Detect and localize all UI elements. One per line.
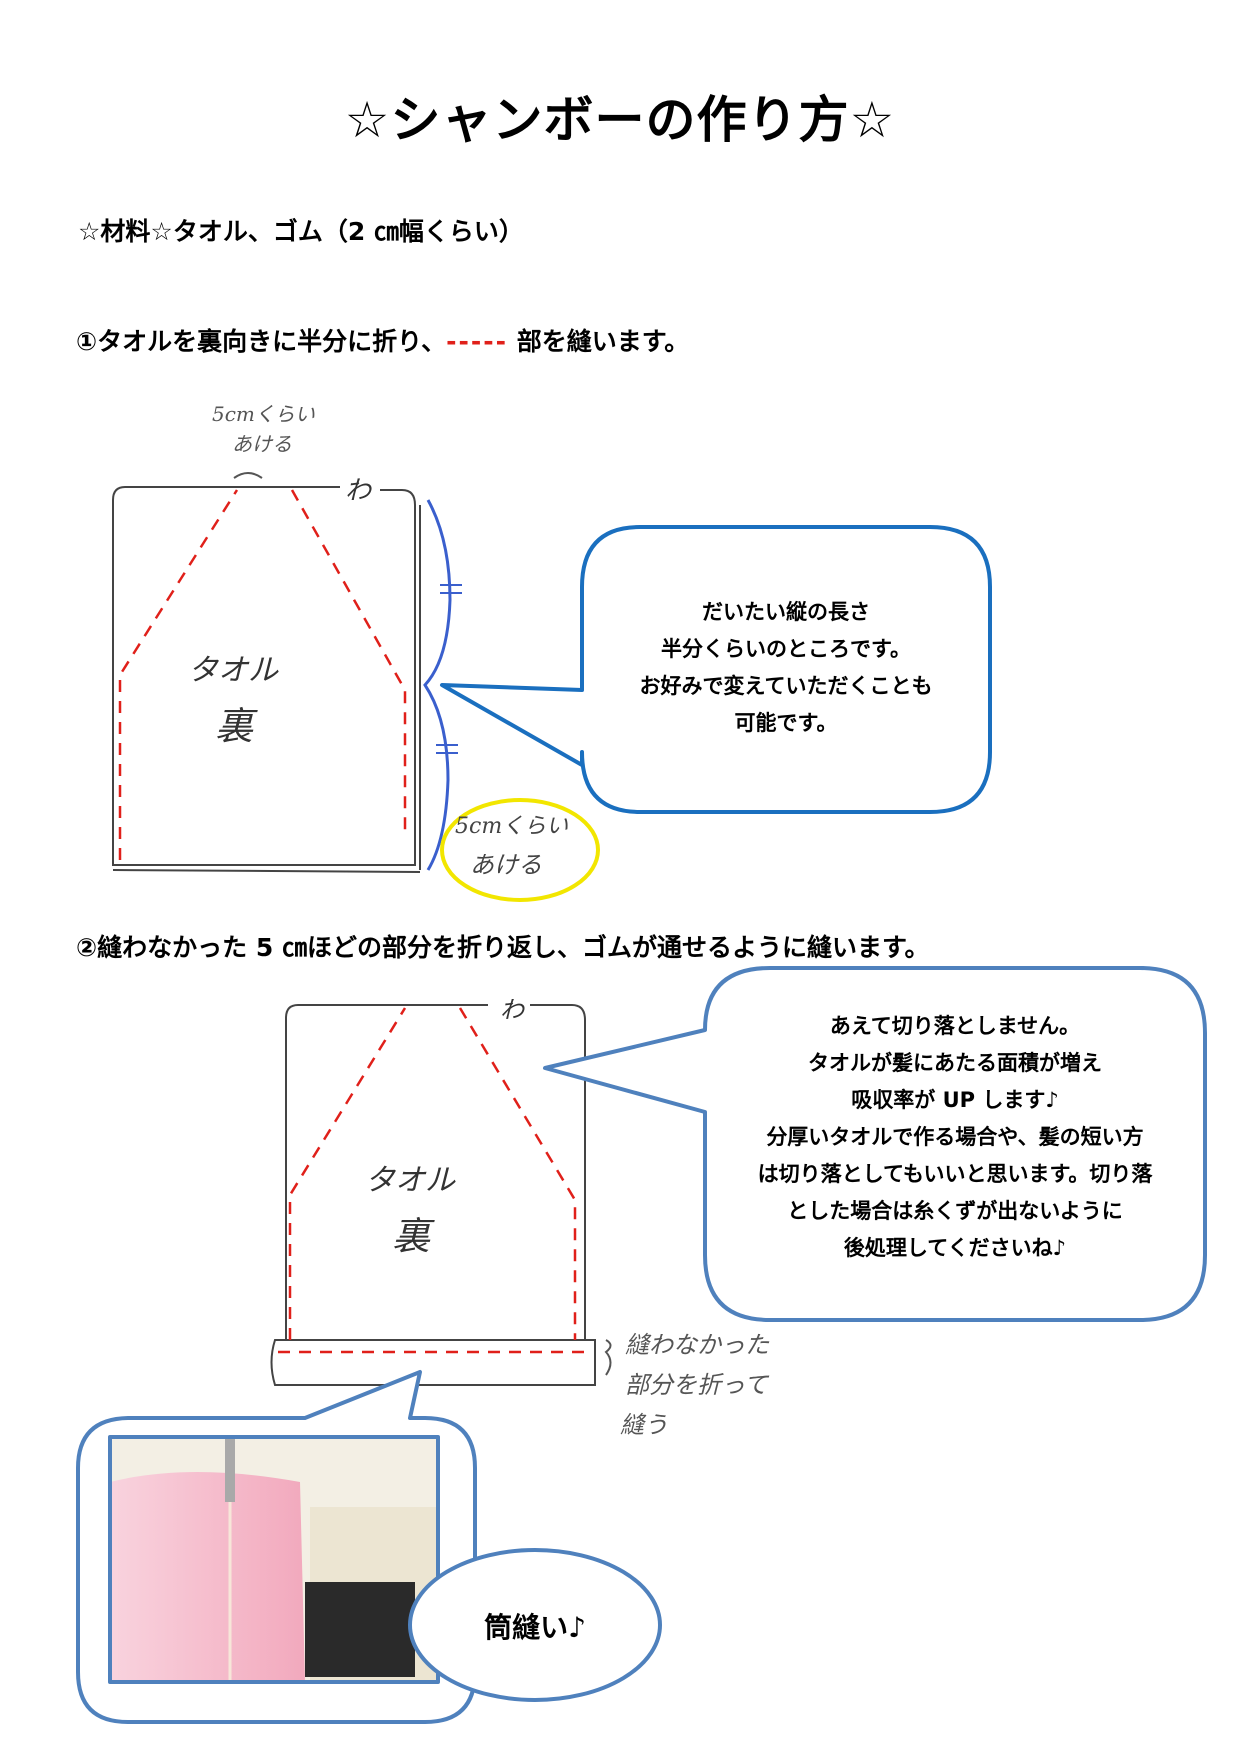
sewing-machine-image	[110, 1437, 438, 1682]
back-label-2: 裏	[392, 1214, 431, 1258]
side-note-line: 縫う	[620, 1411, 668, 1439]
step1-text: ①タオルを裏向きに半分に折り、	[76, 327, 447, 356]
bubble2-line: あえて切り落としません。	[829, 1014, 1081, 1038]
stitch-legend: -----	[446, 327, 509, 356]
gap-note-line2: あける	[232, 432, 292, 456]
fold-measure-line	[423, 499, 462, 871]
photo-caption: 筒縫い♪	[484, 1611, 586, 1644]
bubble2-line: は切り落としてもいいと思います。切り落	[757, 1162, 1153, 1186]
bottom-gap-note-line1: 5cmくらい	[455, 814, 569, 839]
bubble2-line: 分厚いタオルで作る場合や、髪の短い方	[766, 1125, 1144, 1149]
bubble2-line: とした場合は糸くずが出ないように	[787, 1199, 1123, 1223]
towel-outline	[112, 486, 416, 866]
bubble2-text: あえて切り落としません。 タオルが髪にあたる面積が増え 吸収率が UP します♪…	[715, 1008, 1195, 1267]
bracket	[604, 1339, 612, 1376]
step2-heading: ②縫わなかった 5 ㎝ほどの部分を折り返し、ゴムが通せるように縫います。	[76, 933, 930, 962]
step1-heading: ①タオルを裏向きに半分に折り、----- 部を縫います。	[76, 322, 689, 358]
bubble1-line: 可能です。	[734, 711, 838, 735]
speech-bubble-2	[543, 966, 1207, 1322]
towel-label-2: タオル	[365, 1163, 455, 1198]
bubble2-line: タオルが髪にあたる面積が増え	[808, 1051, 1102, 1075]
side-note-line: 部分を折って	[625, 1371, 768, 1399]
fold-label-2: わ	[500, 996, 524, 1024]
stitch-lines-2	[278, 1007, 590, 1354]
stitch-lines-1	[118, 489, 407, 860]
speech-bubble-1	[440, 525, 992, 814]
fold-label: わ	[345, 476, 372, 506]
towel-sketch-1	[112, 486, 421, 873]
step1-text-end: 部を縫います。	[508, 327, 690, 356]
highlight-circle	[440, 798, 600, 902]
side-note-line: 縫わなかった	[625, 1331, 769, 1359]
towel-edge	[112, 869, 421, 873]
bubble1-line: だいたい縦の長さ	[702, 600, 870, 624]
bottom-gap-note-line2: あける	[470, 851, 542, 879]
photo-bubble	[76, 1370, 477, 1724]
bubble1-line: お好みで変えていただくことも	[639, 674, 933, 698]
bubble2-line: 後処理してくださいね♪	[843, 1236, 1067, 1260]
bubble2-line: 吸収率が UP します♪	[851, 1088, 1059, 1112]
towel-sketch-2	[270, 1004, 596, 1386]
page-title: ☆シャンボーの作り方☆	[344, 91, 896, 149]
gap-note-line1: 5cmくらい	[212, 402, 315, 426]
towel-label: タオル	[188, 653, 278, 688]
back-label: 裏	[215, 704, 254, 748]
bubble1-text: だいたい縦の長さ 半分くらいのところです。 お好みで変えていただくことも 可能で…	[590, 594, 982, 742]
sewing-photo	[110, 1437, 438, 1682]
materials-line: ☆材料☆タオル、ゴム（2 ㎝幅くらい）	[78, 217, 524, 246]
bubble1-line: 半分くらいのところです。	[661, 637, 911, 661]
gap-brace	[233, 472, 263, 479]
caption-bubble	[408, 1548, 662, 1702]
